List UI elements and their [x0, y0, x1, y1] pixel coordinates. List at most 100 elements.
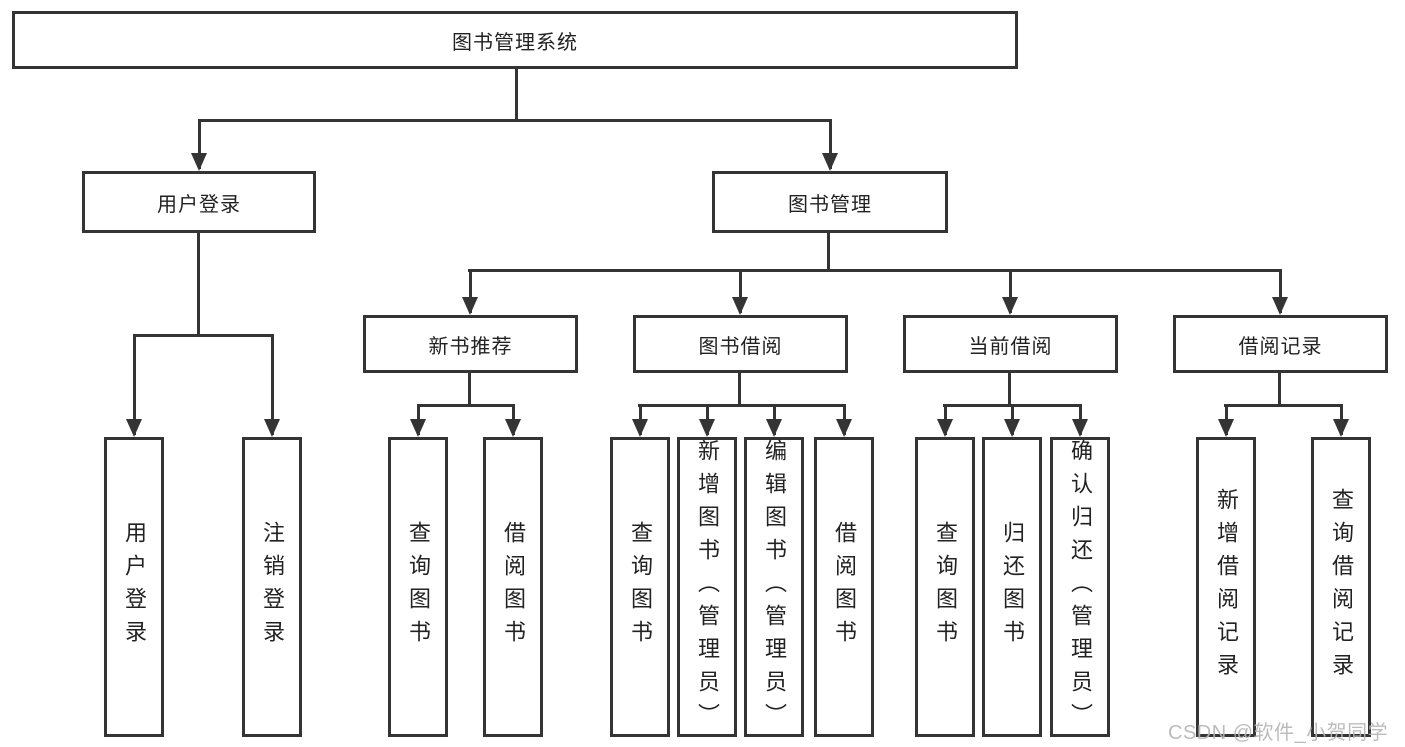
node-borrow-records: 借阅记录 [1173, 315, 1388, 373]
arrow-sec2-leaf2 [1072, 404, 1088, 437]
node-current-borrow-label: 当前借阅 [968, 335, 1053, 358]
connector-sec3-drop [1278, 373, 1281, 407]
connector-sec0-drop [468, 373, 471, 407]
arrow-head-icon [632, 419, 648, 437]
leaf-user-login: 用户登录 [104, 437, 164, 737]
node-book-management: 图书管理 [712, 171, 948, 233]
node-book-borrow: 图书借阅 [633, 315, 848, 373]
leaf-borrow-add-books-admin: 新增图书（管理员） [677, 437, 737, 737]
arrow-head-icon [264, 419, 280, 437]
connector-user-login-rail [133, 334, 274, 337]
arrow-stem [738, 269, 742, 313]
connector-sections-rail [468, 269, 1282, 272]
leaf-current-return-books-label: 归还图书 [1000, 521, 1025, 653]
node-user-login-label: 用户登录 [157, 193, 241, 216]
arrow-to-leaf-logout [264, 334, 280, 437]
arrow-head-icon [1004, 419, 1020, 437]
arrow-sec1-leaf2 [766, 404, 782, 437]
arrow-stem [468, 269, 472, 313]
arrow-head-icon [766, 419, 782, 437]
arrow-stem [197, 119, 201, 169]
arrow-stem [828, 119, 832, 169]
node-new-book-recommend: 新书推荐 [363, 315, 578, 373]
leaf-records-add-record-label: 新增借阅记录 [1214, 488, 1239, 686]
arrow-head-icon [732, 297, 748, 315]
connector-sec2-drop [1008, 373, 1011, 407]
node-new-book-recommend-label: 新书推荐 [428, 335, 513, 358]
node-book-management-label: 图书管理 [788, 193, 872, 216]
leaf-logout: 注销登录 [242, 437, 302, 737]
node-current-borrow: 当前借阅 [903, 315, 1118, 373]
arrow-sec1-leaf1 [699, 404, 715, 437]
arrow-sec1-leaf3 [836, 404, 852, 437]
leaf-borrow-add-books-admin-label: 新增图书（管理员） [695, 438, 720, 736]
node-borrow-records-label: 借阅记录 [1238, 335, 1323, 358]
arrow-stem [1008, 269, 1012, 313]
leaf-borrow-edit-books-admin: 编辑图书（管理员） [744, 437, 804, 737]
arrow-head-icon [937, 419, 953, 437]
leaf-borrow-borrow-books-label: 借阅图书 [832, 521, 857, 653]
arrow-sec1-leaf0 [632, 404, 648, 437]
connector-book-mgmt-drop [827, 233, 830, 272]
arrow-sec2-leaf1 [1004, 404, 1020, 437]
arrow-sec0-leaf0 [410, 404, 426, 437]
arrow-head-icon [836, 419, 852, 437]
leaf-logout-label: 注销登录 [260, 521, 285, 653]
leaf-borrow-query-books: 查询图书 [610, 437, 670, 737]
arrow-to-borrow-records [1272, 269, 1288, 315]
node-library-system: 图书管理系统 [12, 11, 1018, 69]
arrow-stem [132, 334, 136, 435]
leaf-borrow-borrow-books: 借阅图书 [814, 437, 874, 737]
arrow-to-current-borrow [1002, 269, 1018, 315]
leaf-recommend-query-books-label: 查询图书 [406, 521, 431, 653]
leaf-borrow-query-books-label: 查询图书 [628, 521, 653, 653]
node-library-system-label: 图书管理系统 [452, 31, 578, 54]
leaf-borrow-edit-books-admin-label: 编辑图书（管理员） [762, 438, 787, 736]
arrow-sec2-leaf0 [937, 404, 953, 437]
arrow-head-icon [1272, 297, 1288, 315]
leaf-records-query-record: 查询借阅记录 [1311, 437, 1371, 737]
arrow-to-leaf-user-login [126, 334, 142, 437]
arrow-head-icon [822, 153, 838, 171]
arrow-stem [1278, 269, 1282, 313]
arrow-sec3-leaf0 [1218, 404, 1234, 437]
leaf-current-query-books: 查询图书 [915, 437, 975, 737]
connector-root-drop [515, 69, 518, 121]
node-book-borrow-label: 图书借阅 [698, 335, 783, 358]
arrow-head-icon [410, 419, 426, 437]
leaf-current-confirm-return-admin-label: 确认归还（管理员） [1068, 438, 1093, 736]
connector-sec0-rail [417, 404, 515, 407]
arrow-head-icon [505, 419, 521, 437]
arrow-to-user-login [191, 119, 207, 171]
leaf-records-query-record-label: 查询借阅记录 [1329, 488, 1354, 686]
leaf-recommend-query-books: 查询图书 [388, 437, 448, 737]
leaf-current-return-books: 归还图书 [982, 437, 1042, 737]
connector-sec1-drop [738, 373, 741, 407]
node-user-login: 用户登录 [82, 171, 316, 233]
connector-user-login-drop [197, 233, 200, 336]
leaf-recommend-borrow-books-label: 借阅图书 [501, 521, 526, 653]
arrow-stem [270, 334, 274, 435]
arrow-head-icon [126, 419, 142, 437]
arrow-head-icon [462, 297, 478, 315]
connector-level2-rail [198, 119, 831, 122]
arrow-head-icon [1002, 297, 1018, 315]
arrow-head-icon [1072, 419, 1088, 437]
arrow-head-icon [1333, 419, 1349, 437]
leaf-current-query-books-label: 查询图书 [933, 521, 958, 653]
leaf-current-confirm-return-admin: 确认归还（管理员） [1050, 437, 1110, 737]
arrow-to-book-management [822, 119, 838, 171]
connector-sec3-rail [1224, 404, 1343, 407]
arrow-to-book-borrow [732, 269, 748, 315]
arrow-sec0-leaf1 [505, 404, 521, 437]
leaf-user-login-label: 用户登录 [122, 521, 147, 653]
watermark: CSDN @软件_小贺同学 [1168, 722, 1389, 744]
arrow-head-icon [191, 153, 207, 171]
leaf-recommend-borrow-books: 借阅图书 [483, 437, 543, 737]
connector-sec1-rail [638, 404, 846, 407]
arrow-head-icon [699, 419, 715, 437]
arrow-to-new-book-recommend [462, 269, 478, 315]
leaf-records-add-record: 新增借阅记录 [1196, 437, 1256, 737]
arrow-head-icon [1218, 419, 1234, 437]
